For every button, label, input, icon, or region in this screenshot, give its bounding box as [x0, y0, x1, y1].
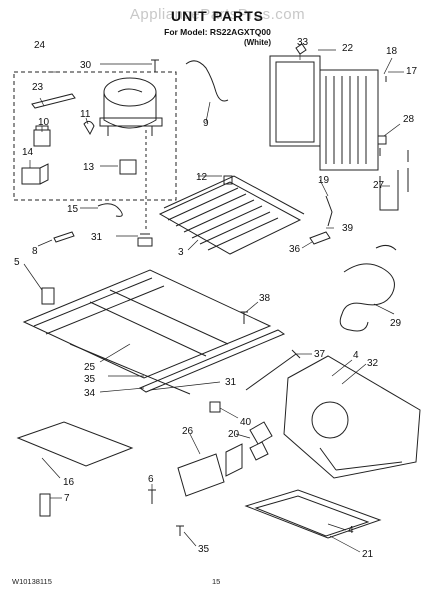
screw-35-lower-drawing [176, 525, 184, 536]
color-line: (White) [243, 38, 272, 47]
part-28-drawing [377, 135, 409, 162]
callout-14: 14 [22, 147, 34, 158]
clip-12-drawing [223, 175, 233, 185]
callout-26: 26 [182, 426, 194, 437]
callout-19: 19 [318, 175, 330, 186]
callout-40: 40 [240, 417, 252, 428]
clip-drawing [83, 120, 95, 136]
callout-16: 16 [63, 477, 75, 488]
callout-4-top: 4 [353, 350, 359, 361]
tube-9-drawing [185, 60, 229, 102]
compressor-kit-box [13, 71, 177, 201]
mount-5-drawing [41, 287, 55, 305]
callout-9: 9 [203, 118, 209, 129]
model-line: For Model: RS22AGXTQ00 [164, 27, 271, 37]
callout-36: 36 [289, 244, 301, 255]
callout-25: 25 [84, 362, 96, 373]
callout-39: 39 [342, 223, 354, 234]
document-number: W10138115 [12, 577, 52, 586]
screw-38-drawing [240, 311, 248, 324]
relay-drawing [21, 163, 49, 185]
grommet-drawing [137, 233, 153, 247]
callout-18: 18 [386, 46, 398, 57]
start-device-drawing [31, 93, 76, 109]
callout-23: 23 [32, 82, 44, 93]
callout-35-bottom: 35 [198, 544, 210, 555]
page-number: 15 [212, 577, 221, 586]
bolt-37-drawing [245, 349, 301, 391]
callout-30: 30 [80, 60, 92, 71]
callout-24: 24 [34, 40, 46, 51]
compressor-drawing [99, 77, 163, 136]
callout-4-bottom: 4 [348, 525, 354, 536]
frame-rails-drawing [22, 269, 286, 395]
tube-27-drawing [379, 168, 409, 211]
callout-33: 33 [297, 37, 309, 48]
callout-11: 11 [80, 109, 91, 120]
callout-31-top: 31 [91, 232, 103, 243]
callout-13: 13 [83, 162, 95, 173]
callout-29: 29 [390, 318, 402, 329]
callout-5: 5 [14, 257, 20, 268]
callout-21: 21 [362, 549, 374, 560]
callout-35-mid: 35 [84, 374, 96, 385]
fan-shroud-drawing [283, 355, 421, 479]
overload-drawing [119, 159, 137, 175]
callout-12: 12 [196, 172, 208, 183]
drain-cover-drawing [16, 421, 134, 467]
callout-17: 17 [406, 66, 418, 77]
callout-38: 38 [259, 293, 271, 304]
callout-22: 22 [342, 43, 354, 54]
callout-8: 8 [32, 246, 38, 257]
tube-19-drawing [325, 195, 333, 227]
callout-28: 28 [403, 114, 415, 125]
spacer-8-drawing [53, 231, 75, 243]
callout-7: 7 [64, 493, 70, 504]
bracket-26-drawing [177, 453, 225, 497]
callout-32: 32 [367, 358, 379, 369]
callout-31-mid: 31 [225, 377, 237, 388]
wire-harness-drawing [339, 244, 397, 332]
callout-3: 3 [178, 247, 184, 258]
evaporator-coil-drawing [319, 69, 379, 171]
screw-6-drawing [148, 489, 156, 504]
callout-20: 20 [228, 429, 240, 440]
callout-10: 10 [38, 117, 50, 128]
spacer-40-drawing [209, 401, 221, 413]
callout-15: 15 [67, 204, 79, 215]
harness-15-drawing [97, 203, 123, 217]
foot-7-drawing [39, 493, 51, 517]
drain-pan-drawing [244, 489, 382, 539]
screw-30-drawing [151, 59, 159, 72]
clip-36-drawing [309, 231, 331, 245]
callout-34: 34 [84, 388, 96, 399]
watermark: AppliancePartsPros.com [129, 6, 306, 23]
fastener-33-drawing [295, 43, 307, 55]
diagram-title: UNIT PARTS [171, 8, 264, 24]
callout-37: 37 [314, 349, 326, 360]
callout-27: 27 [373, 180, 385, 191]
evaporator-cover-drawing [269, 55, 321, 147]
callout-6: 6 [148, 474, 154, 485]
condenser-coil-drawing [158, 175, 305, 255]
fan-motor-drawing [225, 421, 273, 477]
